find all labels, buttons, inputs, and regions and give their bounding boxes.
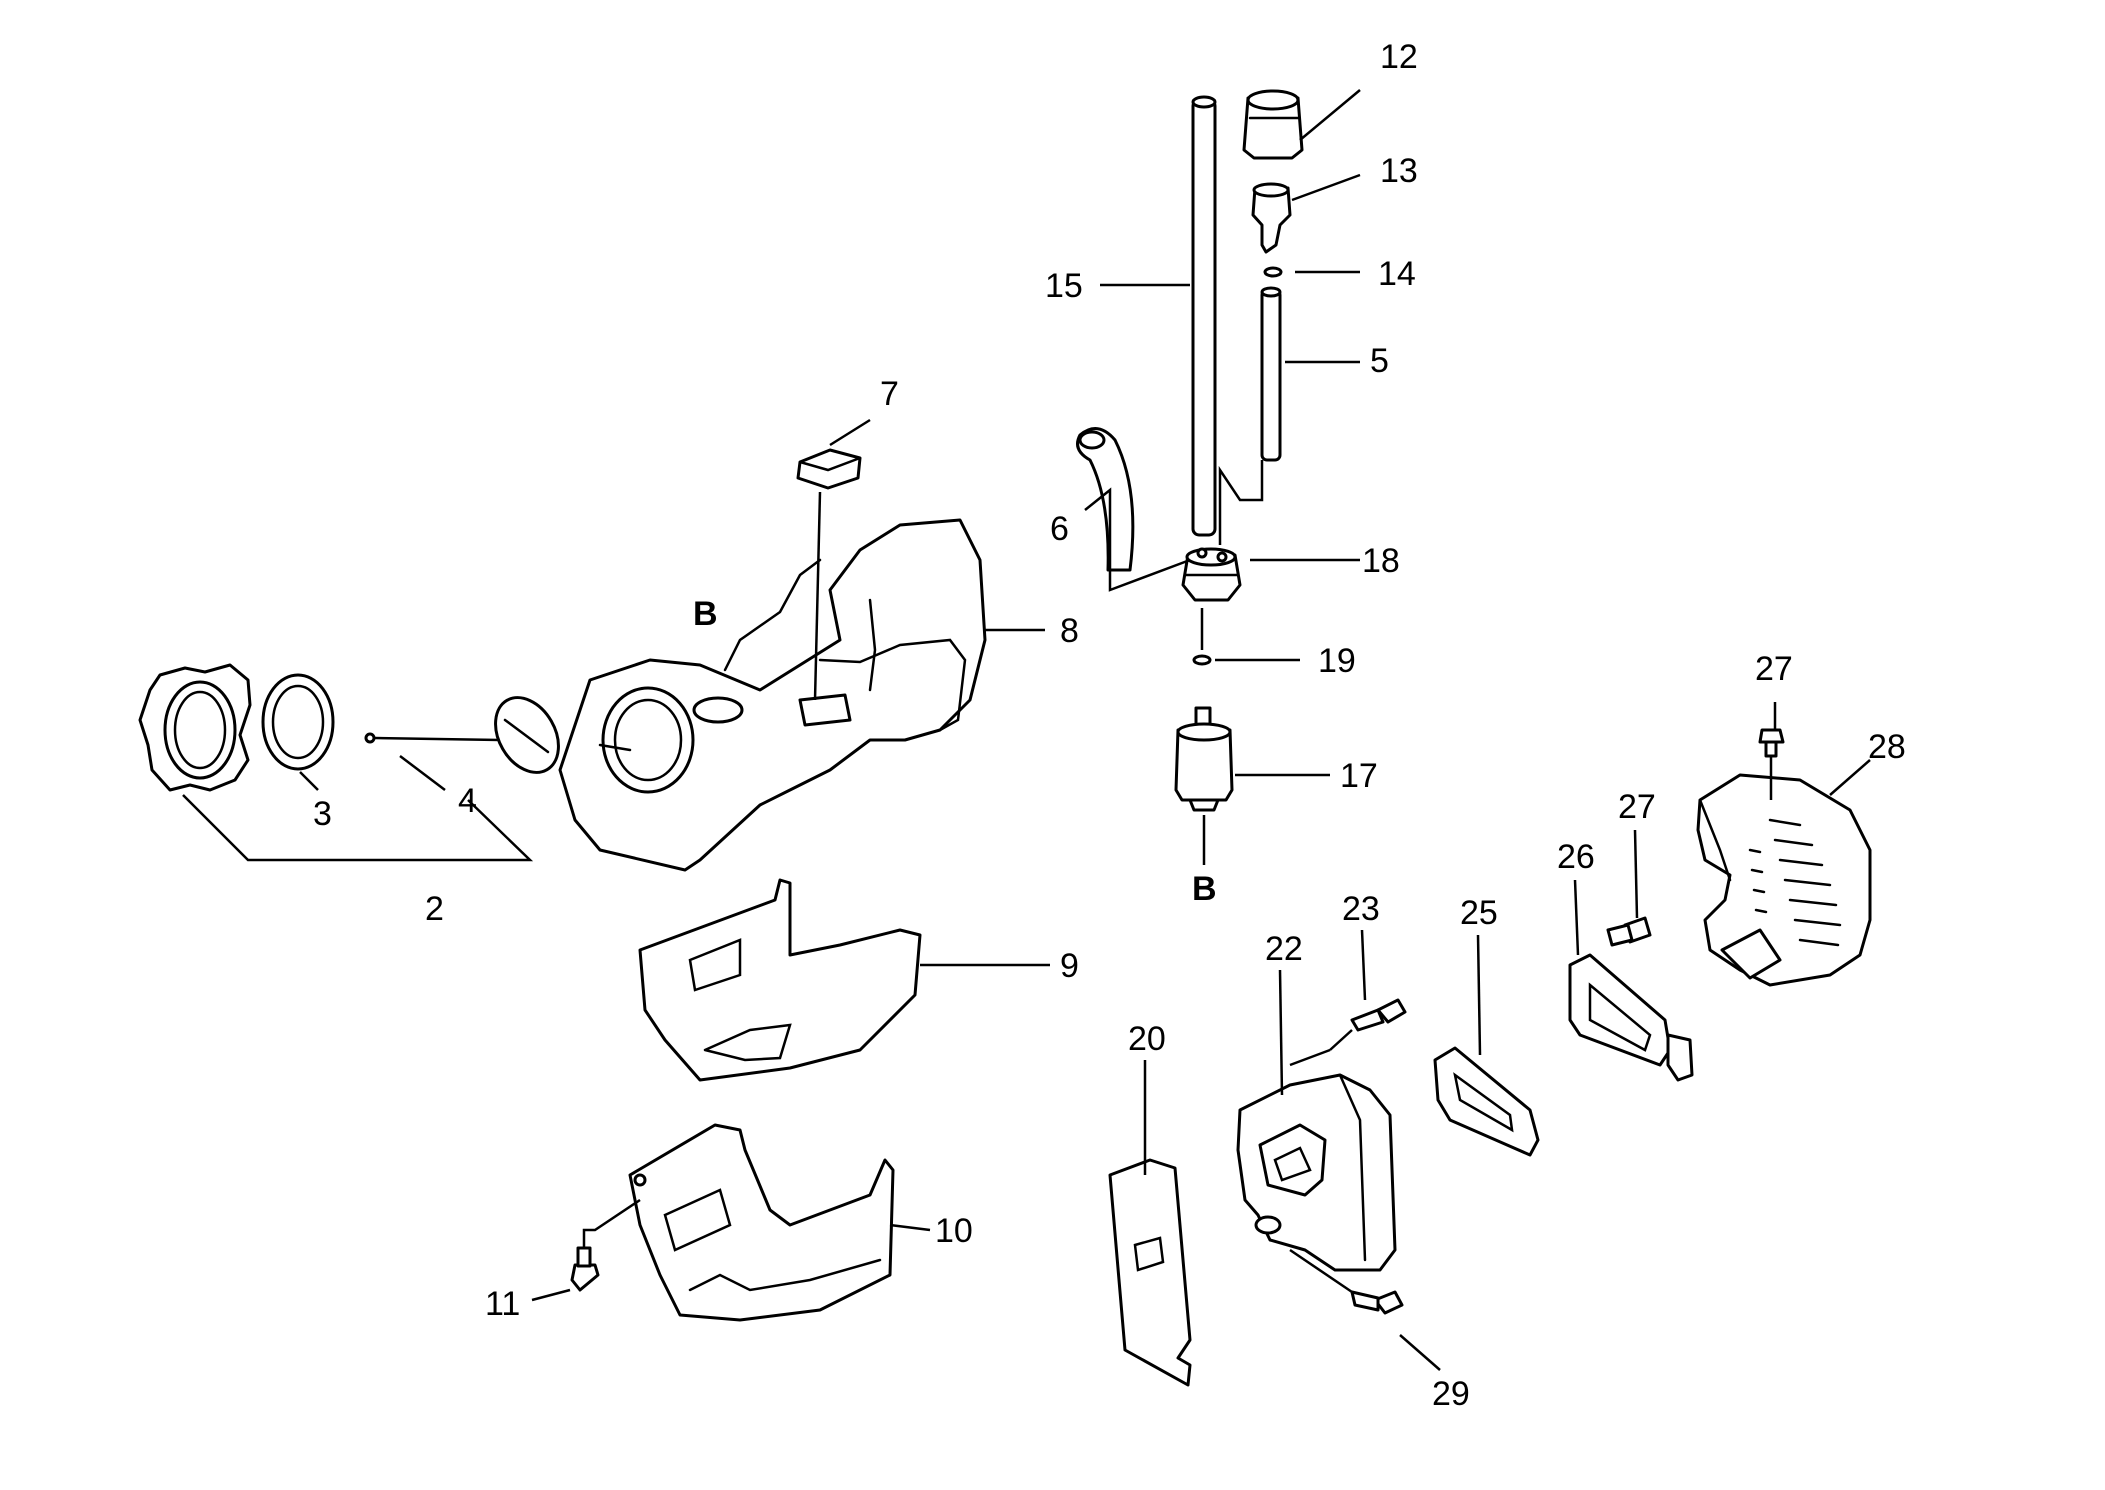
bottom-shield (628, 1123, 895, 1322)
callout-18: 18 (1362, 542, 1400, 580)
o-ring-19 (1192, 654, 1212, 666)
leader-lines (182, 89, 1871, 1371)
callout-19: 19 (1318, 642, 1356, 680)
cover-bolt-27 (1758, 728, 1785, 800)
fuel-cap (138, 663, 252, 792)
cap-retainer-strap (364, 696, 560, 774)
tank-grommet (796, 448, 862, 490)
muffler-cover (1696, 773, 1872, 987)
exhaust-gasket (1433, 1046, 1540, 1157)
exhaust-plate (1568, 953, 1694, 1082)
cap-gasket (261, 673, 335, 771)
o-ring-small (1263, 266, 1283, 278)
fuel-tank (558, 518, 987, 872)
callout-20: 20 (1128, 1020, 1166, 1058)
callout-28: 28 (1868, 728, 1906, 766)
reference-b-tank: B (693, 595, 718, 633)
callout-4: 4 (458, 782, 477, 820)
callout-11: 11 (485, 1285, 520, 1323)
callout-17: 17 (1340, 757, 1378, 795)
callout-6: 6 (1050, 510, 1069, 548)
callout-25: 25 (1460, 894, 1498, 932)
callout-22: 22 (1265, 930, 1303, 968)
callout-10: 10 (935, 1212, 973, 1250)
callout-15: 15 (1045, 267, 1083, 305)
callout-26: 26 (1557, 838, 1595, 876)
vent-valve (1251, 182, 1292, 254)
callout-7: 7 (880, 375, 899, 413)
fuel-line-short (1260, 286, 1282, 462)
callout-29: 29 (1432, 1375, 1470, 1413)
muffler-bolt-23 (1289, 998, 1407, 1067)
muffler-bolt-29 (1289, 1248, 1404, 1315)
return-line-elbow (1076, 427, 1135, 572)
callout-27-plate: 27 (1618, 788, 1656, 826)
fuel-filter (1174, 706, 1234, 812)
muffler-gasket (1108, 1158, 1192, 1387)
callout-14: 14 (1378, 255, 1416, 293)
muffler (1236, 1073, 1397, 1272)
callout-12: 12 (1380, 38, 1418, 76)
plate-bolt-27 (1606, 916, 1652, 947)
callout-3: 3 (313, 795, 332, 833)
callout-27-cover: 27 (1755, 650, 1793, 688)
callout-5: 5 (1370, 342, 1389, 380)
fuel-line-long (1191, 95, 1217, 537)
vent-cap (1242, 89, 1304, 160)
shield-screw (570, 1198, 641, 1292)
tank-cover-plate (638, 878, 922, 1082)
callout-13: 13 (1380, 152, 1418, 190)
callout-23: 23 (1342, 890, 1380, 928)
reference-b-filter: B (1192, 870, 1217, 908)
callout-9: 9 (1060, 947, 1079, 985)
tank-grommet-bushing (1181, 547, 1242, 602)
callout-8: 8 (1060, 612, 1079, 650)
callout-2: 2 (425, 890, 444, 928)
